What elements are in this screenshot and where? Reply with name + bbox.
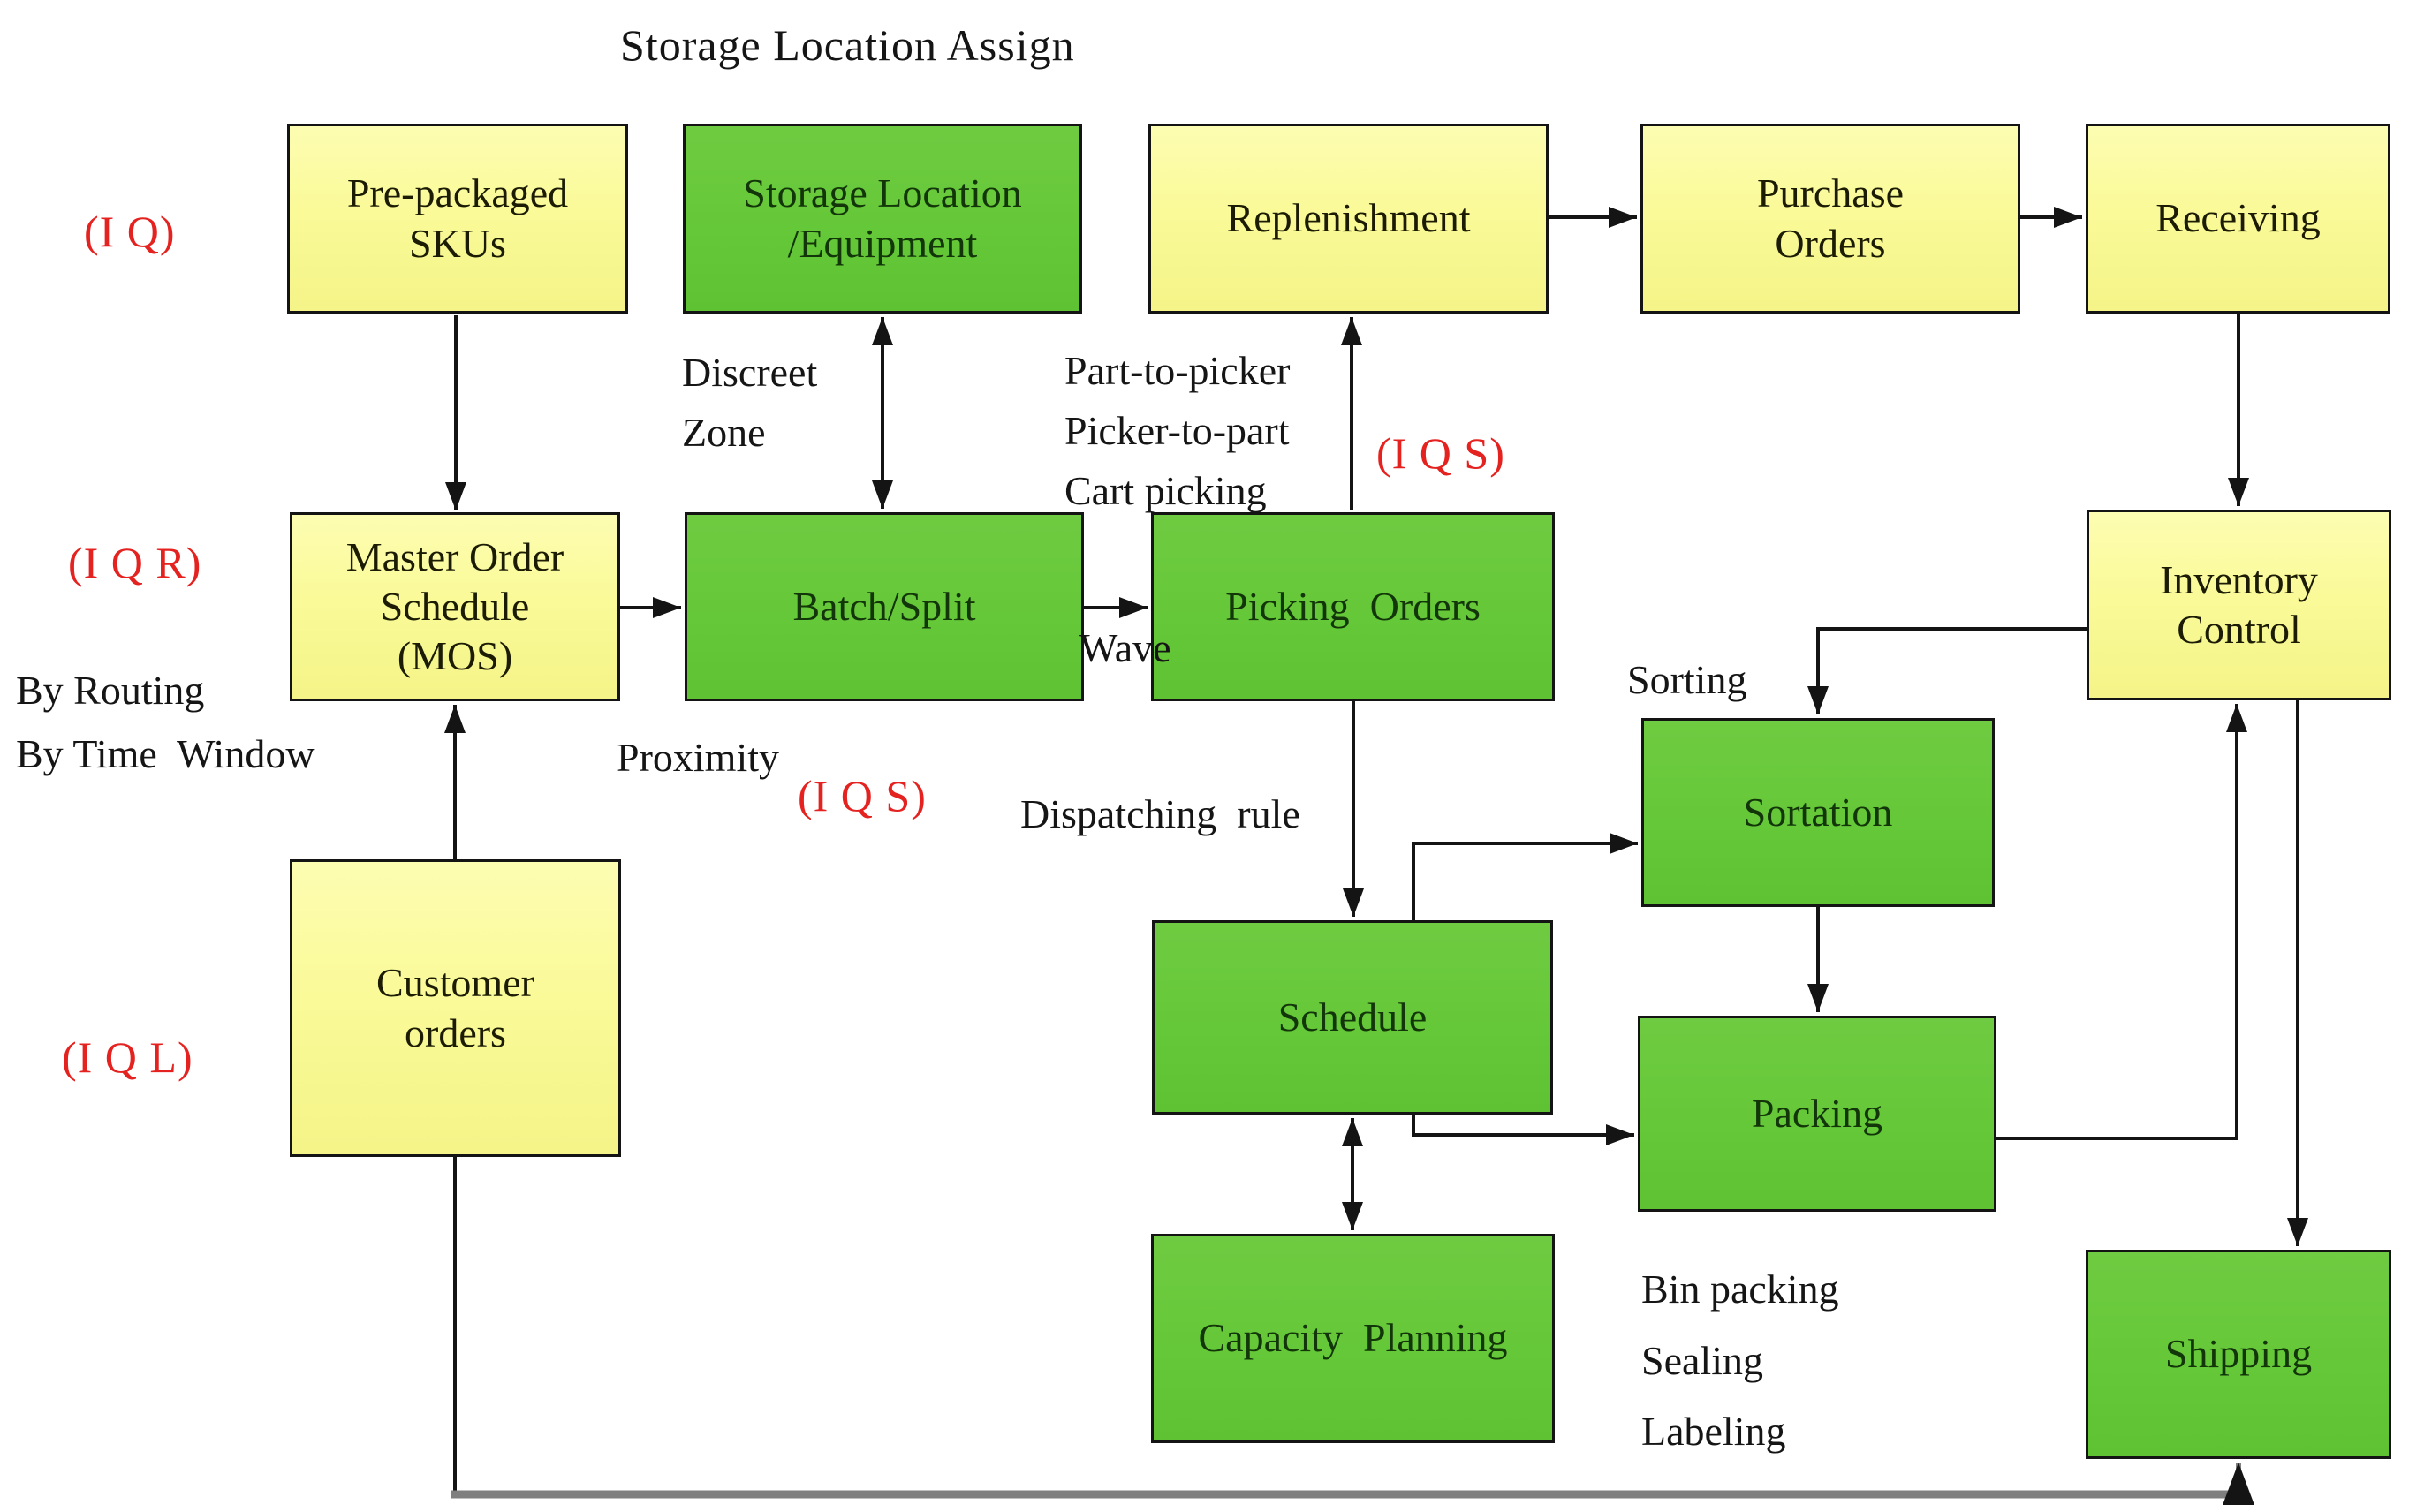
annotation-iq: (I Q)	[84, 207, 176, 256]
node-receiving: Receiving	[2086, 124, 2390, 314]
node-capacity-planning-label: Capacity Planning	[1198, 1315, 1508, 1361]
node-storage-location-equipment: Storage Location /Equipment	[683, 124, 1082, 314]
node-pre-packaged-skus-label: Pre-packaged SKUs	[346, 170, 569, 266]
node-purchase-orders: Purchase Orders	[1640, 124, 2020, 314]
node-sortation: Sortation	[1641, 718, 1995, 907]
node-sortation-label: Sortation	[1743, 789, 1893, 835]
annotation-dispatching-rule: Dispatching rule	[1020, 791, 1300, 836]
node-customer-orders: Customer orders	[290, 859, 621, 1157]
edge-inventory-to-sortation	[1807, 627, 2087, 714]
node-picking-orders: Picking Orders	[1151, 512, 1555, 701]
annotation-iql: (I Q L)	[62, 1032, 193, 1082]
node-schedule: Schedule	[1152, 920, 1553, 1115]
edge-schedule-to-packing	[1412, 1115, 1634, 1145]
annotation-by-time-window: By Time Window	[16, 731, 315, 776]
node-storage-location-equipment-label: Storage Location /Equipment	[743, 170, 1022, 266]
annotation-discreet-zone: Discreet Zone	[682, 350, 818, 456]
annotation-picking-methods: Part-to-picker Picker-to-part Cart picki…	[1064, 348, 1291, 514]
annotation-iqr: (I Q R)	[68, 538, 202, 587]
node-master-order-schedule-label: Master Order Schedule (MOS)	[345, 533, 564, 679]
node-batch-split-label: Batch/Split	[792, 583, 976, 629]
node-replenishment: Replenishment	[1148, 124, 1549, 314]
annotation-sorting: Sorting	[1627, 657, 1747, 702]
annotation-iqs-lower: (I Q S)	[798, 771, 927, 820]
node-packing-label: Packing	[1751, 1090, 1883, 1136]
node-batch-split: Batch/Split	[685, 512, 1084, 701]
node-picking-orders-label: Picking Orders	[1225, 583, 1481, 629]
annotation-by-routing: By Routing	[16, 668, 205, 713]
edge-packing-to-inventory	[1996, 704, 2247, 1140]
node-schedule-label: Schedule	[1277, 994, 1428, 1040]
diagram-title: Storage Location Assign	[620, 20, 1075, 70]
node-inventory-control-label: Inventory Control	[2160, 556, 2318, 652]
annotation-proximity: Proximity	[617, 735, 780, 780]
node-shipping: Shipping	[2086, 1250, 2391, 1459]
annotation-packing-methods: Bin packing Sealing Labeling	[1641, 1266, 1839, 1454]
node-purchase-orders-label: Purchase Orders	[1756, 170, 1905, 266]
annotation-wave: Wave	[1079, 625, 1171, 670]
node-master-order-schedule: Master Order Schedule (MOS)	[290, 512, 620, 701]
annotation-iqs-upper: (I Q S)	[1376, 428, 1505, 478]
node-replenishment-label: Replenishment	[1226, 195, 1471, 241]
edge-schedule-to-sortation	[1412, 833, 1638, 920]
node-shipping-label: Shipping	[2164, 1331, 2313, 1377]
node-capacity-planning: Capacity Planning	[1151, 1234, 1555, 1443]
node-receiving-label: Receiving	[2155, 195, 2321, 241]
node-customer-orders-label: Customer orders	[376, 960, 534, 1055]
node-pre-packaged-skus: Pre-packaged SKUs	[287, 124, 628, 314]
node-packing: Packing	[1638, 1016, 1996, 1212]
node-inventory-control: Inventory Control	[2087, 510, 2391, 700]
